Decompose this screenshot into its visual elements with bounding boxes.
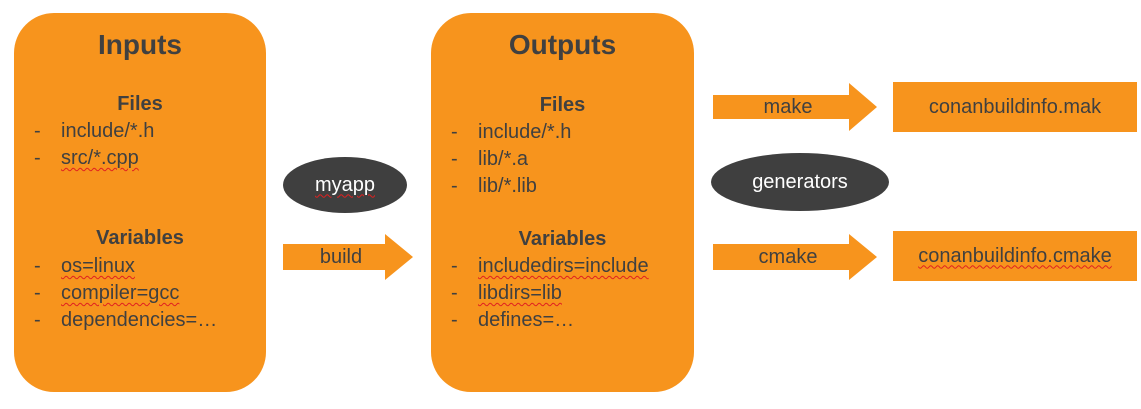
inputs-files-title: Files <box>117 93 163 115</box>
make-arrow-shape <box>713 83 877 131</box>
make-output-box: conanbuildinfo.mak <box>893 82 1137 132</box>
make-label: make <box>763 95 813 118</box>
inputs-variables-title: Variables <box>96 227 184 249</box>
cmake-output-label: conanbuildinfo.cmake <box>918 244 1112 267</box>
inputs-panel: Inputs Files - include/*.h - src/*.cpp V… <box>14 13 266 392</box>
cmake-label: cmake <box>758 245 818 268</box>
generators-ellipse: generators <box>711 153 889 211</box>
cmake-arrow: cmake <box>713 234 877 280</box>
myapp-ellipse: myapp <box>283 157 407 213</box>
make-arrow: make <box>713 83 877 131</box>
generators-label: generators <box>752 170 848 193</box>
cmake-output-box: conanbuildinfo.cmake <box>893 231 1137 281</box>
make-output-label: conanbuildinfo.mak <box>928 95 1102 118</box>
build-arrow: build <box>283 234 413 280</box>
inputs-title: Inputs <box>98 29 182 60</box>
myapp-label: myapp <box>314 173 376 196</box>
cmake-arrow-shape <box>713 234 877 280</box>
outputs-variables-title: Variables <box>518 228 607 250</box>
build-arrow-shape <box>283 234 413 280</box>
outputs-title: Outputs <box>508 29 617 60</box>
outputs-files-title: Files <box>539 94 586 116</box>
outputs-panel: Outputs Files - include/*.h - lib/*.a - … <box>431 13 694 392</box>
build-label: build <box>319 245 363 268</box>
